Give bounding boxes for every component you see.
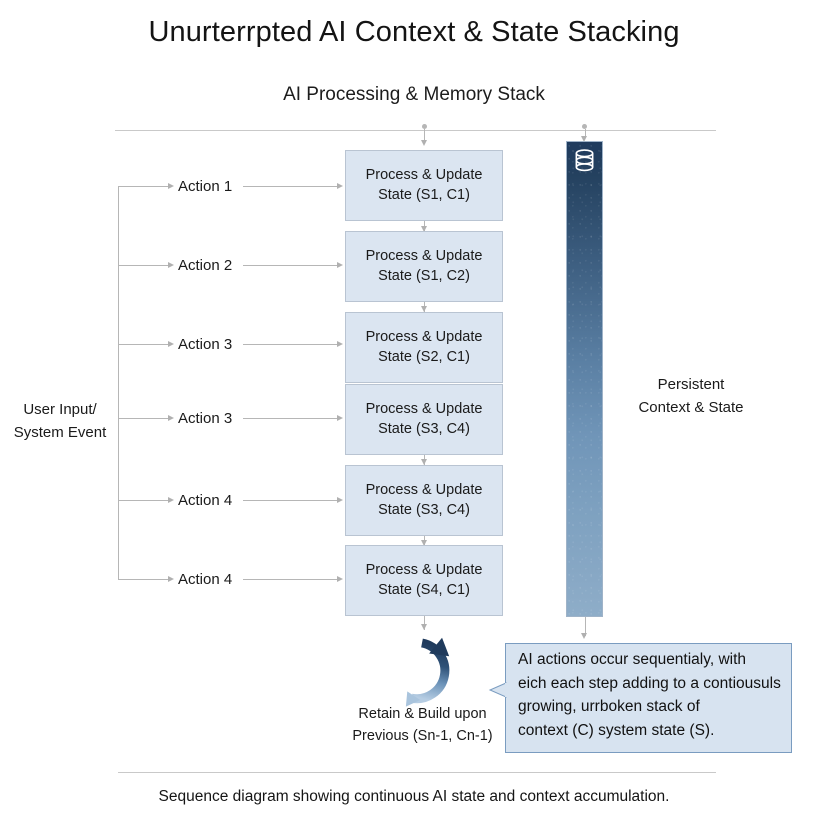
- callout-tail: [488, 682, 507, 698]
- top-divider: [115, 130, 716, 131]
- action-label-1: Action 1: [178, 178, 233, 195]
- lifeline-dot-persistent: [582, 124, 587, 129]
- branch-line-5: [118, 500, 170, 501]
- branch-arrowhead-5: [168, 496, 174, 503]
- action-label-6: Action 4: [178, 571, 233, 588]
- persistent-to-callout-stem: [584, 617, 586, 636]
- action-label-2: Action 2: [178, 257, 233, 274]
- process-box-5-line2: State (S3, C4): [378, 501, 470, 518]
- process-box-4-line2: State (S3, C4): [378, 420, 470, 437]
- process-box-4[interactable]: Process & Update State (S3, C4): [345, 384, 503, 455]
- branch-arrowhead-2: [168, 261, 174, 268]
- action-arrowhead-6: [337, 575, 343, 582]
- action-connector-2: [243, 265, 338, 266]
- process-arrowhead-6: [420, 540, 427, 546]
- process-arrowhead-5: [420, 459, 427, 465]
- action-connector-1: [243, 186, 338, 187]
- process-arrowhead-3: [420, 306, 427, 312]
- lifeline-process-stem: [424, 129, 425, 142]
- circular-refresh-arrow-icon: [405, 637, 450, 707]
- database-icon: [575, 149, 594, 172]
- action-connector-3: [243, 344, 338, 345]
- branch-arrowhead-1: [168, 182, 174, 189]
- callout-box[interactable]: [505, 643, 792, 753]
- callout-text-line1: AI actions occur sequentialy, with: [518, 651, 747, 668]
- page-title: Unurterrpted AI Context & State Stacking: [148, 16, 680, 48]
- branch-arrowhead-4: [168, 414, 174, 421]
- process-box-3-line2: State (S2, C1): [378, 348, 470, 365]
- lifeline-persistent-stem: [584, 129, 586, 138]
- action-label-3: Action 3: [178, 336, 233, 353]
- process-box-6-line2: State (S4, C1): [378, 581, 470, 598]
- process-box-5-line1: Process & Update: [365, 482, 483, 499]
- process-box-1-line2: State (S1, C1): [378, 186, 470, 203]
- source-label: User Input/ System Event: [4, 398, 116, 445]
- callout-text-line3: growing, urrboken stack of: [518, 698, 700, 716]
- action-arrowhead-3: [337, 340, 343, 347]
- process-box-3[interactable]: Process & Update State (S2, C1): [345, 312, 503, 383]
- bottom-divider: [118, 772, 716, 773]
- callout-text: AI actions occur sequentialy, with eich …: [518, 648, 808, 742]
- branch-arrowhead-3: [168, 340, 174, 347]
- persistent-label-line2: Context & State: [638, 398, 744, 416]
- branch-line-2: [118, 265, 170, 266]
- lifeline-process-arrowhead: [420, 140, 427, 146]
- process-arrowhead-2: [420, 226, 427, 232]
- lifeline-dot-process: [422, 124, 427, 129]
- branch-line-4: [118, 418, 170, 419]
- callout-text-line4: context (C) system state (S).: [518, 721, 715, 739]
- action-label-4: Action 3: [178, 410, 233, 427]
- retain-caption-line2: Previous (Sn-1, Cn-1): [352, 728, 493, 745]
- branch-line-1: [118, 186, 170, 187]
- callout-text-line2: eich each step adding to a contiousuls: [518, 674, 781, 692]
- process-to-retain-arrowhead: [420, 624, 427, 630]
- retain-caption-line1: Retain & Build upon: [358, 706, 487, 722]
- action-connector-5: [243, 500, 338, 501]
- process-box-2-line1: Process & Update: [365, 248, 483, 265]
- action-arrowhead-5: [337, 496, 343, 503]
- process-box-5[interactable]: Process & Update State (S3, C4): [345, 465, 503, 536]
- process-to-retain-stem: [424, 616, 425, 630]
- process-box-1-line1: Process & Update: [365, 167, 483, 184]
- process-box-2[interactable]: Process & Update State (S1, C2): [345, 231, 503, 302]
- process-box-6-line1: Process & Update: [365, 562, 483, 579]
- persistent-context-label: Persistent Context & State: [596, 374, 786, 419]
- process-box-2-line2: State (S1, C2): [378, 267, 470, 284]
- persistent-to-callout-arrowhead: [581, 633, 587, 639]
- process-box-4-line1: Process & Update: [365, 401, 483, 418]
- retain-caption: Retain & Build upon Previous (Sn-1, Cn-1…: [320, 703, 525, 748]
- action-arrowhead-2: [337, 261, 343, 268]
- persistent-context-column[interactable]: [566, 141, 603, 617]
- lifeline-persistent-arrowhead: [581, 136, 587, 142]
- footer-caption: Sequence diagram showing continuous AI s…: [158, 788, 670, 805]
- diagram-subtitle: AI Processing & Memory Stack: [283, 84, 545, 105]
- source-label-line2: System Event: [13, 424, 107, 442]
- source-label-line1: User Input/: [23, 401, 97, 418]
- branch-line-6: [118, 579, 170, 580]
- action-label-5: Action 4: [178, 492, 233, 509]
- source-trunk-line: [118, 186, 119, 579]
- process-box-6[interactable]: Process & Update State (S4, C1): [345, 545, 503, 616]
- action-arrowhead-1: [337, 182, 343, 189]
- branch-arrowhead-6: [168, 575, 174, 582]
- branch-line-3: [118, 344, 170, 345]
- action-arrowhead-4: [337, 414, 343, 421]
- action-connector-6: [243, 579, 338, 580]
- persistent-label-line1: Persistent: [657, 376, 725, 393]
- process-box-1[interactable]: Process & Update State (S1, C1): [345, 150, 503, 221]
- process-box-3-line1: Process & Update: [365, 329, 483, 346]
- action-connector-4: [243, 418, 338, 419]
